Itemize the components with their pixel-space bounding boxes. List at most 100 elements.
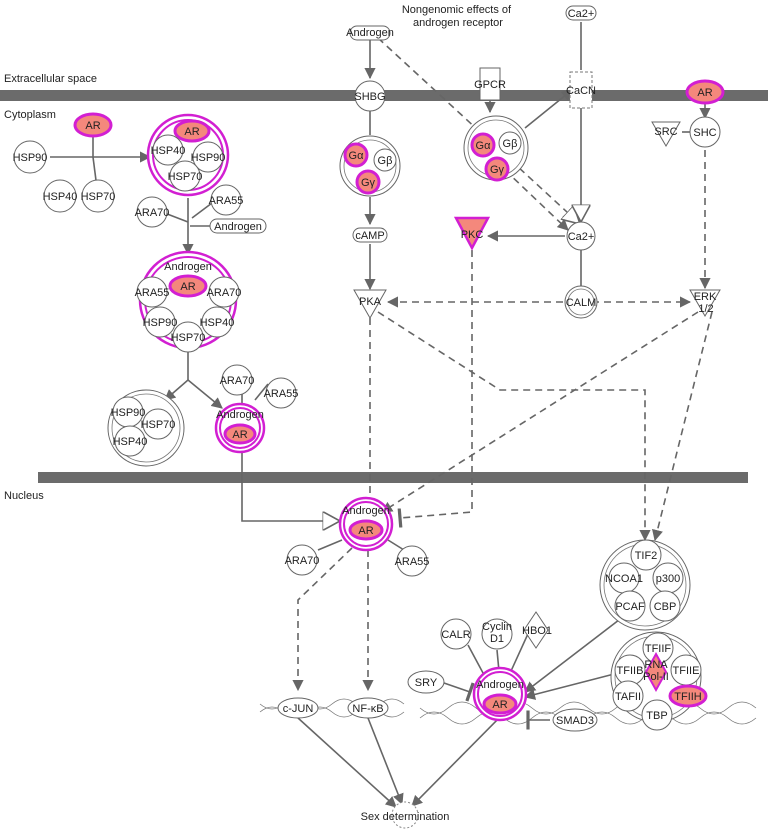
- svg-text:RNA: RNA: [644, 659, 668, 671]
- node-ara70-b[interactable]: ARA70: [220, 364, 255, 396]
- svg-text:Cyclin: Cyclin: [482, 621, 512, 633]
- svg-text:AR: AR: [232, 429, 247, 441]
- node-shc[interactable]: SHC: [689, 116, 721, 148]
- node-c-jun[interactable]: c-JUN: [277, 697, 319, 719]
- svg-text:AR: AR: [180, 281, 195, 293]
- node-camp[interactable]: cAMP: [352, 227, 388, 243]
- svg-text:SHBG: SHBG: [354, 91, 385, 103]
- region-extracellular: Extracellular space: [4, 73, 97, 85]
- complex-androgen-ar-ara-hsp[interactable]: Androgen AR ARA55 ARA70 HSP90 HSP40 HSP7…: [135, 250, 242, 353]
- svg-text:TAFII: TAFII: [615, 691, 641, 703]
- complex-androgen-ar-cytoplasm[interactable]: Androgen AR: [214, 402, 266, 454]
- svg-text:Gα: Gα: [476, 140, 492, 152]
- svg-text:HSP70: HSP70: [171, 332, 206, 344]
- complex-androgen-ar-nucleus[interactable]: Androgen AR: [338, 496, 394, 552]
- svg-text:PKA: PKA: [359, 296, 382, 308]
- svg-text:TBP: TBP: [646, 710, 667, 722]
- svg-text:Gα: Gα: [349, 150, 365, 162]
- node-gpcr[interactable]: GPCR: [474, 67, 506, 101]
- svg-text:ARA55: ARA55: [209, 195, 244, 207]
- node-calr[interactable]: CALR: [440, 618, 472, 650]
- node-ar-free[interactable]: AR: [73, 112, 113, 138]
- svg-text:TFIIE: TFIIE: [673, 665, 700, 677]
- svg-text:AR: AR: [184, 126, 199, 138]
- svg-text:CaCN: CaCN: [566, 85, 596, 97]
- node-ara55-b[interactable]: ARA55: [264, 377, 299, 409]
- svg-text:NCOA1: NCOA1: [605, 573, 643, 585]
- svg-text:ARA70: ARA70: [135, 207, 170, 219]
- svg-text:D1: D1: [490, 633, 504, 645]
- complex-g-protein-1[interactable]: Gα Gβ Gγ: [339, 135, 401, 197]
- node-hsp70-free[interactable]: HSP70: [81, 179, 116, 213]
- svg-text:CBP: CBP: [654, 601, 677, 613]
- svg-text:Androgen: Androgen: [342, 505, 390, 517]
- node-androgen-b[interactable]: Androgen: [209, 218, 267, 234]
- node-cyclin-d1[interactable]: Cyclin D1: [481, 618, 513, 650]
- svg-text:Gγ: Gγ: [490, 164, 505, 176]
- svg-text:Gβ: Gβ: [503, 138, 518, 150]
- region-nucleus: Nucleus: [4, 490, 44, 502]
- node-smad3[interactable]: SMAD3: [552, 708, 598, 732]
- svg-text:GPCR: GPCR: [474, 79, 506, 91]
- node-sry[interactable]: SRY: [407, 670, 445, 694]
- node-hsp40-free[interactable]: HSP40: [43, 179, 78, 213]
- svg-text:HSP90: HSP90: [191, 152, 226, 164]
- node-ara55-c[interactable]: ARA55: [395, 545, 430, 577]
- svg-text:HSP40: HSP40: [113, 436, 148, 448]
- svg-text:TFIIB: TFIIB: [617, 665, 644, 677]
- svg-text:HSP90: HSP90: [13, 152, 48, 164]
- node-erk[interactable]: ERK 1/2: [689, 289, 721, 318]
- node-ar-membrane[interactable]: AR: [685, 79, 725, 105]
- svg-text:SMAD3: SMAD3: [556, 715, 594, 727]
- svg-text:ARA70: ARA70: [220, 375, 255, 387]
- node-androgen-extracellular[interactable]: Androgen: [346, 25, 394, 41]
- svg-text:HSP90: HSP90: [143, 317, 178, 329]
- svg-text:Sex determination: Sex determination: [361, 811, 450, 823]
- complex-coactivators[interactable]: TIF2 NCOA1 p300 PCAF CBP: [599, 539, 691, 631]
- svg-text:SRY: SRY: [415, 677, 438, 689]
- svg-text:p300: p300: [656, 573, 680, 585]
- svg-text:AR: AR: [697, 87, 712, 99]
- svg-text:cAMP: cAMP: [355, 230, 384, 242]
- complex-androgen-ar-dna[interactable]: Androgen AR: [472, 666, 528, 722]
- svg-text:Androgen: Androgen: [346, 27, 394, 39]
- node-ca2-top[interactable]: Ca2+: [565, 5, 597, 21]
- svg-text:Androgen: Androgen: [164, 261, 212, 273]
- diagram-title: Nongenomic effects of androgen receptor: [402, 4, 514, 29]
- node-ca2-mid[interactable]: Ca2+: [566, 221, 596, 251]
- node-hbo1[interactable]: HBO1: [522, 611, 552, 649]
- svg-text:AR: AR: [85, 120, 100, 132]
- svg-text:Androgen: Androgen: [476, 679, 524, 691]
- svg-text:TIF2: TIF2: [635, 550, 658, 562]
- node-calm[interactable]: CALM: [564, 285, 598, 319]
- svg-text:ARA55: ARA55: [395, 556, 430, 568]
- complex-g-protein-2[interactable]: Gα Gβ Gγ: [463, 115, 529, 182]
- svg-text:HSP90: HSP90: [111, 407, 146, 419]
- svg-text:TFIIH: TFIIH: [674, 691, 702, 703]
- svg-text:1/2: 1/2: [698, 303, 713, 315]
- node-cacn[interactable]: CaCN: [566, 71, 596, 109]
- svg-text:c-JUN: c-JUN: [283, 703, 314, 715]
- svg-text:HBO1: HBO1: [522, 625, 552, 637]
- node-ara70-a[interactable]: ARA70: [135, 196, 170, 228]
- nuclear-membrane: [38, 472, 748, 483]
- complex-transcription[interactable]: TFIIF TFIIB RNA Pol-II TFIIE TAFII TFIIH…: [610, 631, 708, 731]
- complex-ar-hsp[interactable]: AR HSP40 HSP90 HSP70: [146, 113, 230, 197]
- node-pka[interactable]: PKA: [353, 289, 387, 320]
- svg-text:ARA55: ARA55: [135, 287, 170, 299]
- node-nf-kb[interactable]: NF-κB: [347, 697, 389, 719]
- node-ara70-c[interactable]: ARA70: [285, 544, 320, 576]
- svg-text:HSP70: HSP70: [141, 419, 176, 431]
- node-src[interactable]: SRC: [651, 121, 681, 147]
- svg-text:Gβ: Gβ: [378, 155, 393, 167]
- svg-text:CALM: CALM: [566, 297, 597, 309]
- complex-hsp-lower[interactable]: HSP90 HSP70 HSP40: [107, 389, 185, 467]
- svg-text:PCAF: PCAF: [615, 601, 645, 613]
- node-sex-determination[interactable]: Sex determination: [361, 801, 450, 829]
- title-line-1: Nongenomic effects of: [402, 4, 512, 16]
- node-hsp90-free[interactable]: HSP90: [13, 140, 48, 174]
- node-ara55-a[interactable]: ARA55: [209, 184, 244, 216]
- node-shbg[interactable]: SHBG: [354, 80, 386, 112]
- node-pkc[interactable]: PKC: [453, 216, 491, 251]
